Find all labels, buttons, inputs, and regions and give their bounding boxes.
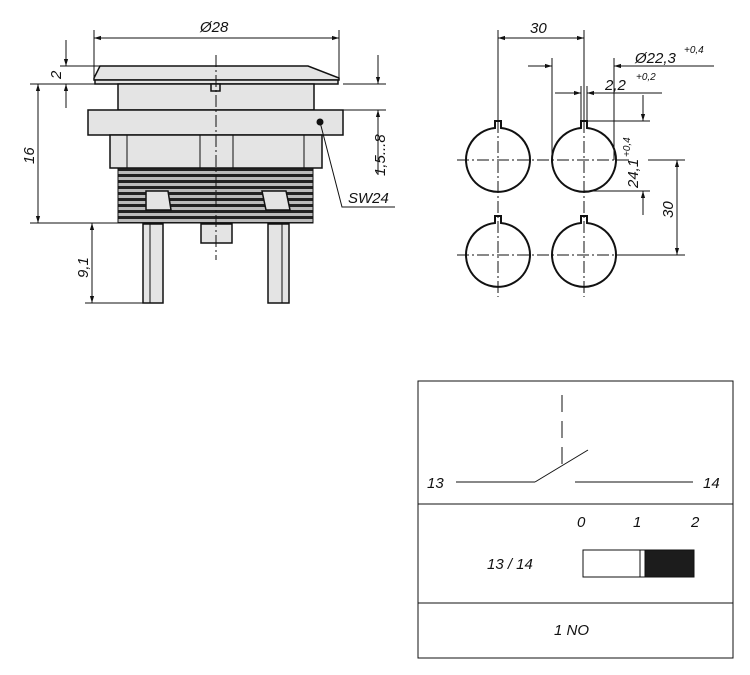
- panel-cutout-view: 30 Ø22,3 +0,4 2,2 +0,2 24,1 +0,4 30: [457, 20, 714, 297]
- terminal-left-label: 13: [427, 475, 444, 492]
- dim-cap-height: 2: [48, 70, 65, 80]
- dim-spacing-vertical: 30: [660, 201, 677, 218]
- contact-type-label: 1 NO: [554, 622, 589, 639]
- switch-symbol: [456, 395, 693, 483]
- dim-body-height: 16: [21, 147, 38, 164]
- dim-key-width-tolerance: +0,2: [636, 72, 656, 83]
- dim-panel-thickness: 1,5...8: [372, 134, 389, 176]
- contact-label: 13 / 14: [487, 556, 533, 573]
- dim-key-depth-tolerance: +0,4: [622, 137, 633, 157]
- dim-pin-length: 9,1: [75, 257, 92, 278]
- dim-diameter: Ø28: [199, 19, 229, 36]
- cutout-hole: [465, 215, 531, 288]
- terminal-right-label: 14: [703, 475, 720, 492]
- dim-key-width: 2,2: [604, 77, 627, 94]
- side-view: Ø28 2 16 9,1 1,5...8 SW24: [21, 19, 395, 304]
- position-label-1: 1: [633, 514, 641, 531]
- contact-closed-segment: [644, 549, 695, 578]
- dim-hole-diameter-tolerance: +0,4: [684, 45, 704, 56]
- dim-spacing-horizontal: 30: [530, 20, 547, 37]
- contact-table: 13 14 0 1 2 13 / 14 1 NO: [417, 380, 734, 659]
- switching-diagram-bar: [582, 549, 695, 578]
- cutout-hole: [465, 120, 531, 193]
- dim-key-depth: 24,1: [625, 159, 642, 189]
- position-label-0: 0: [577, 514, 586, 531]
- cutout-hole: [551, 215, 617, 288]
- dim-hole-diameter: Ø22,3: [634, 50, 677, 67]
- position-label-2: 2: [690, 514, 700, 531]
- cutout-holes: [465, 120, 617, 288]
- wrench-size-label: SW24: [348, 190, 389, 207]
